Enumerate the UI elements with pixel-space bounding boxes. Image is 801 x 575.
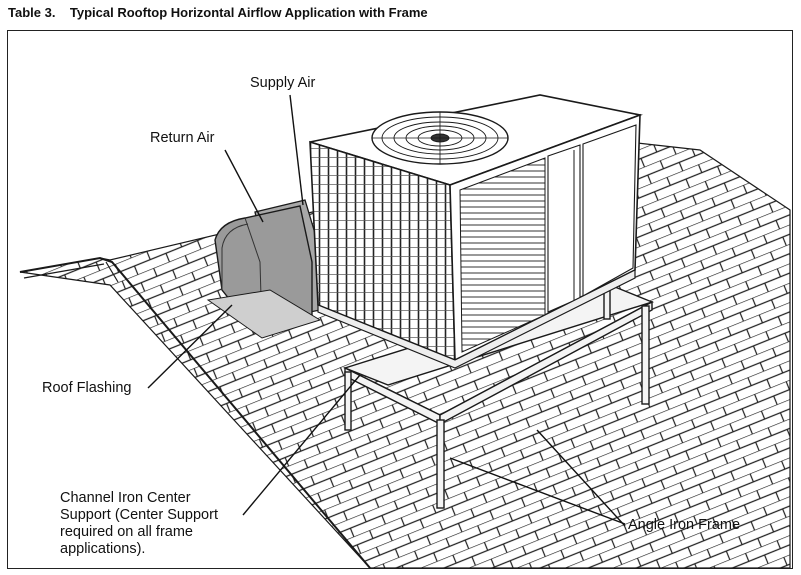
rooftop-unit xyxy=(309,94,643,369)
label-roof-flashing: Roof Flashing xyxy=(42,380,132,396)
ductwork xyxy=(206,199,322,339)
label-supply-air: Supply Air xyxy=(250,75,316,91)
label-channel-line-3: required on all frame xyxy=(60,524,193,540)
label-channel-line-1: Channel Iron Center xyxy=(60,490,191,506)
table-title: Typical Rooftop Horizontal Airflow Appli… xyxy=(69,5,428,20)
leader-lines xyxy=(147,94,626,527)
table-caption: Table 3. Typical Rooftop Horizontal Airf… xyxy=(8,5,428,20)
label-return-air: Return Air xyxy=(150,130,215,146)
label-channel-line-4: applications). xyxy=(60,541,146,557)
table-number: Table 3. xyxy=(8,5,56,20)
label-angle-iron-frame: Angle Iron Frame xyxy=(628,517,741,533)
label-channel-iron-support: Channel Iron Center Support (Center Supp… xyxy=(60,490,218,558)
label-channel-line-2: Support (Center Support xyxy=(60,507,218,523)
